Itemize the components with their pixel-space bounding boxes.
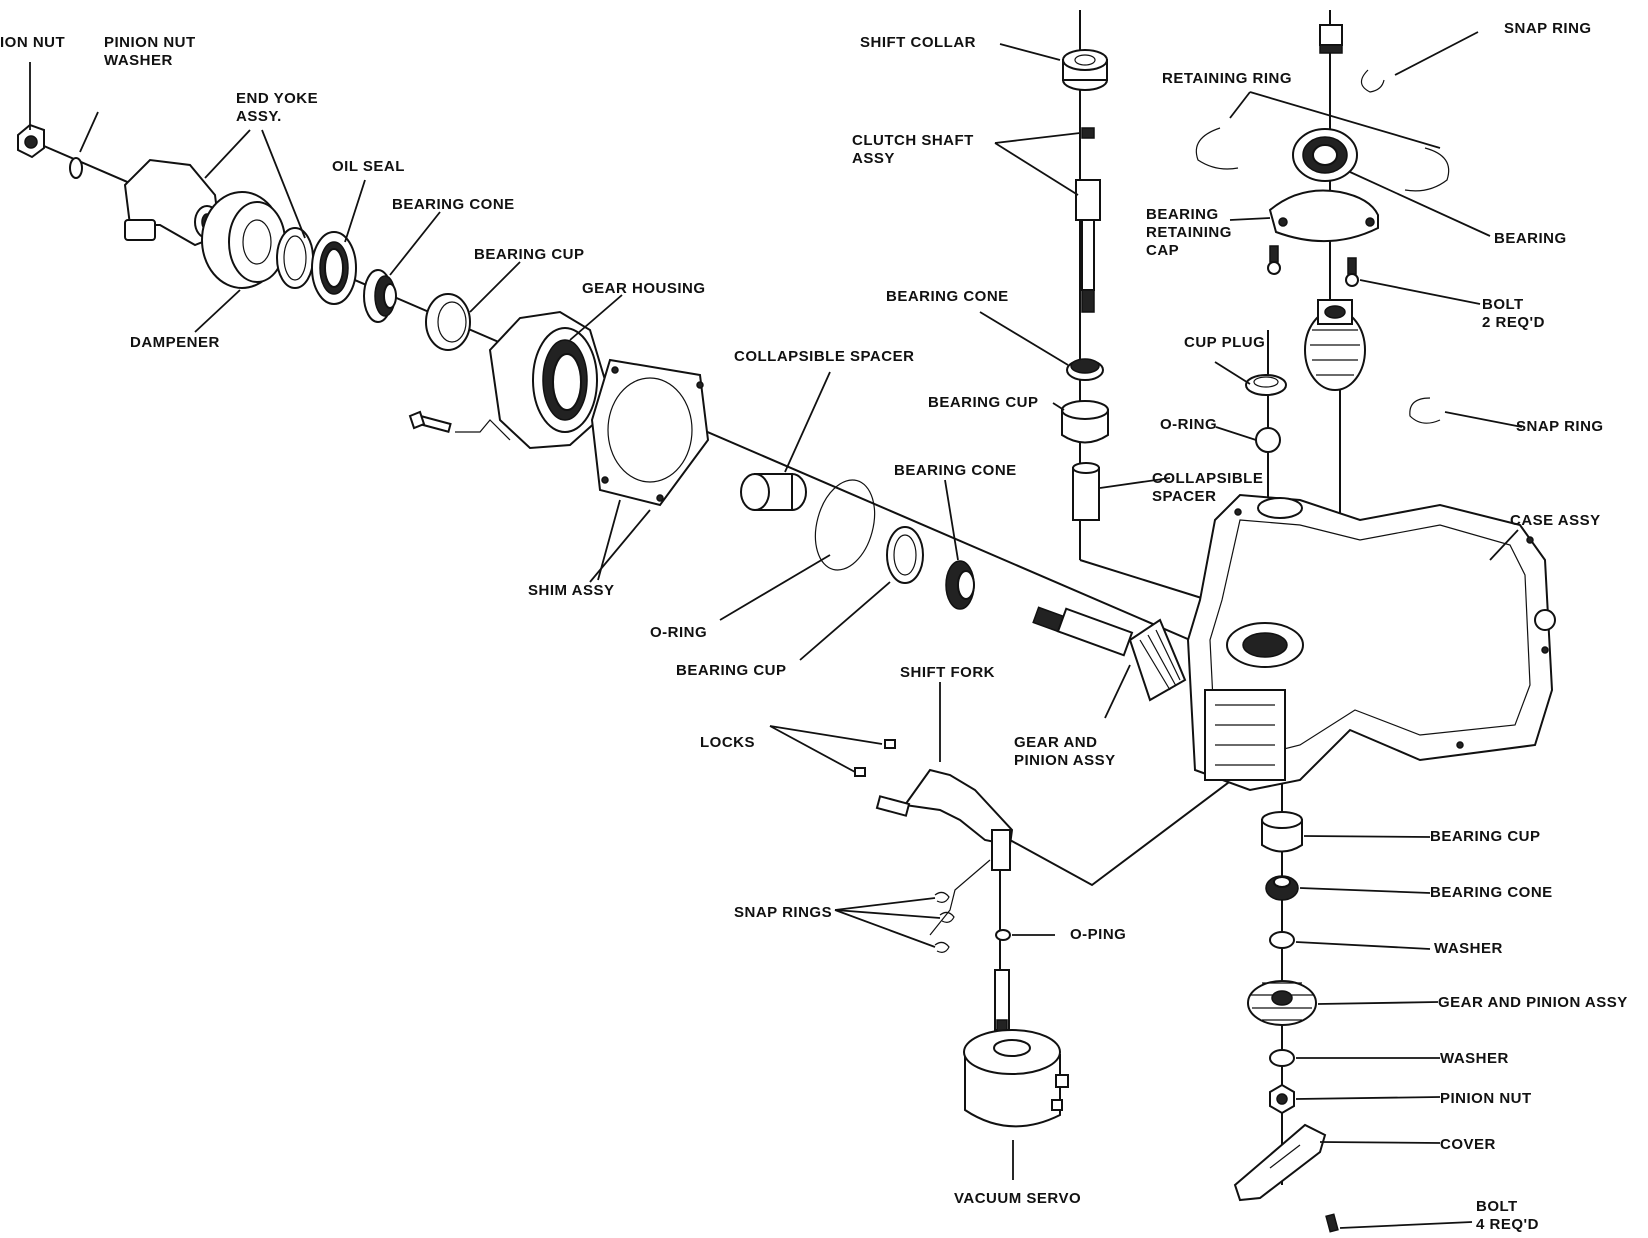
bearing-cup-3-part <box>1061 400 1109 444</box>
label-collapsible-spacer-2: COLLAPSIBLE SPACER <box>1152 470 1264 505</box>
top-shaft-part <box>1319 24 1343 54</box>
case-assy-part <box>1186 493 1556 792</box>
gear-housing-part <box>488 310 607 450</box>
label-bearing: BEARING <box>1494 230 1567 247</box>
cover-part <box>1233 1123 1327 1202</box>
label-bearing-cup-4: BEARING CUP <box>1430 828 1541 845</box>
shim-assy-part <box>590 358 710 507</box>
clutch-shaft-part <box>1075 127 1101 313</box>
label-oil-seal: OIL SEAL <box>332 158 405 175</box>
label-bearing-cup-2: BEARING CUP <box>676 662 787 679</box>
label-gear-housing: GEAR HOUSING <box>582 280 706 297</box>
label-vacuum-servo: VACUUM SERVO <box>954 1190 1082 1207</box>
washer-1-part <box>1269 931 1295 949</box>
label-shift-fork: SHIFT FORK <box>900 664 995 681</box>
cap-bolt-b-part <box>1345 257 1359 287</box>
dampener-part <box>201 191 286 289</box>
label-shim-assy: SHIM ASSY <box>528 582 615 599</box>
o-ring-1-part <box>814 479 876 571</box>
label-clutch-shaft: CLUTCH SHAFT ASSY <box>852 132 974 167</box>
label-washer-1: WASHER <box>1434 940 1503 957</box>
label-snap-ring-top: SNAP RING <box>1504 20 1592 37</box>
vacuum-servo-part <box>963 969 1069 1128</box>
label-shift-collar: SHIFT COLLAR <box>860 34 976 51</box>
label-dampener: DAMPENER <box>130 334 220 351</box>
snap-ring-a-part <box>934 891 950 903</box>
cup-plug-part <box>1245 374 1287 396</box>
bearing-cone-3-part <box>1066 358 1104 381</box>
label-retaining-ring: RETAINING RING <box>1162 70 1293 87</box>
label-gear-and-pinion-2: GEAR AND PINION ASSY <box>1438 994 1628 1011</box>
label-bearing-cup-3: BEARING CUP <box>928 394 1039 411</box>
leader-lines <box>29 31 1523 1229</box>
collapsible-spacer-2-part <box>1072 462 1100 521</box>
snap-ring-b-part <box>939 911 955 923</box>
label-collapsible-spacer-1: COLLAPSIBLE SPACER <box>734 348 915 365</box>
label-o-ring-2: O-RING <box>1160 416 1218 433</box>
label-pinion-nut-top: ION NUT <box>0 34 66 51</box>
seal-ring-part <box>276 227 314 289</box>
pinion-nut-bottom-part <box>1269 1083 1295 1115</box>
bearing-cup-4-part <box>1261 811 1303 853</box>
label-bearing-cup-1: BEARING CUP <box>474 246 585 263</box>
label-bolt-2: BOLT 2 REQ'D <box>1482 296 1545 331</box>
label-bearing-cone-1: BEARING CONE <box>392 196 515 213</box>
pinion-nut-part <box>17 123 45 159</box>
washer-2-part <box>1269 1049 1295 1067</box>
snap-ring-mid-part <box>1409 397 1441 424</box>
cap-bolt-a-part <box>1267 245 1281 275</box>
label-end-yoke: END YOKE ASSY. <box>236 90 319 125</box>
label-bearing-cone-2: BEARING CONE <box>894 462 1017 479</box>
shift-fork-part <box>875 768 1014 936</box>
label-pinion-nut-bottom: PINION NUT <box>1440 1090 1532 1107</box>
pinion-nut-washer-part <box>69 157 83 179</box>
gear-pinion-2-part <box>1247 980 1317 1026</box>
label-o-ping: O-PING <box>1070 926 1127 943</box>
lock-2-part <box>854 767 866 777</box>
bearing-cup-1-part <box>425 293 471 351</box>
label-pinion-nut-washer: PINION NUT WASHER <box>104 34 196 69</box>
bearing-cone-1-part <box>363 269 397 323</box>
collapsible-spacer-1-part <box>740 473 807 511</box>
housing-bolt-part <box>408 410 511 441</box>
label-case-assy: CASE ASSY <box>1510 512 1601 529</box>
retaining-ring-left-part <box>1195 127 1239 170</box>
retaining-ring-right-part <box>1404 147 1450 192</box>
label-gear-and-pinion-1: GEAR AND PINION ASSY <box>1014 734 1116 769</box>
label-cup-plug: CUP PLUG <box>1184 334 1266 351</box>
bearing-part <box>1292 128 1358 182</box>
oil-seal-part <box>311 231 357 305</box>
snap-ring-c-part <box>934 941 950 953</box>
bearing-cone-2-part <box>945 560 975 610</box>
upper-gear-part <box>1304 299 1366 391</box>
bearing-cup-2-part <box>886 526 924 584</box>
o-ping-part <box>995 929 1011 941</box>
label-bearing-retaining-cap: BEARING RETAINING CAP <box>1146 206 1232 259</box>
label-bearing-cone-3: BEARING CONE <box>886 288 1009 305</box>
bearing-retaining-cap-part <box>1268 189 1379 243</box>
bearing-cone-4-part <box>1265 875 1299 901</box>
label-snap-ring-mid: SNAP RING <box>1516 418 1604 435</box>
label-bolt-4: BOLT 4 REQ'D <box>1476 1198 1539 1233</box>
gear-pinion-1-part <box>1032 606 1187 702</box>
label-o-ring-1: O-RING <box>650 624 708 641</box>
cover-bolt-part <box>1325 1213 1339 1233</box>
lock-1-part <box>884 739 896 749</box>
label-snap-rings: SNAP RINGS <box>734 904 833 921</box>
label-bearing-cone-4: BEARING CONE <box>1430 884 1553 901</box>
snap-ring-top-part <box>1360 69 1385 93</box>
label-washer-2: WASHER <box>1440 1050 1509 1067</box>
label-cover: COVER <box>1440 1136 1496 1153</box>
shift-collar-part <box>1062 49 1108 91</box>
label-locks: LOCKS <box>700 734 755 751</box>
o-ring-2-part <box>1255 427 1281 453</box>
